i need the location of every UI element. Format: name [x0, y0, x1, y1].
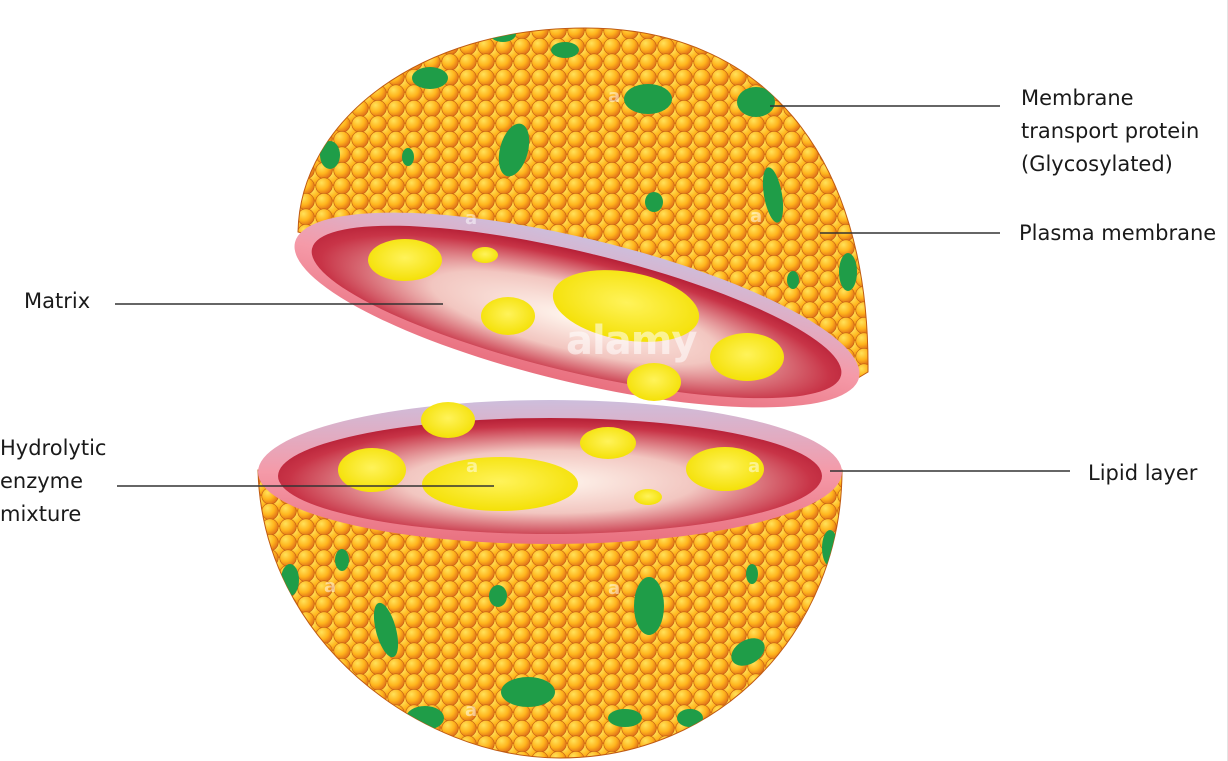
- membrane-protein: [335, 549, 349, 571]
- label-line: Hydrolytic: [0, 436, 107, 460]
- membrane-protein: [489, 585, 507, 607]
- membrane-protein: [822, 530, 838, 566]
- membrane-protein: [731, 638, 765, 666]
- enzyme-blob: [710, 333, 784, 381]
- label-line: transport protein: [1021, 119, 1200, 143]
- membrane-protein: [677, 709, 703, 727]
- label-line: Membrane: [1021, 86, 1134, 110]
- enzyme-blob: [421, 402, 475, 438]
- membrane-protein: [645, 192, 663, 212]
- enzyme-blob: [686, 447, 764, 491]
- watermark-logo: alamy: [566, 318, 697, 364]
- lower-protein-group: [281, 530, 838, 730]
- membrane-protein: [746, 564, 758, 584]
- watermark-glyph: a: [748, 456, 761, 477]
- watermark-glyph: a: [466, 456, 479, 477]
- upper-hemisphere: [294, 27, 869, 408]
- lower-enzyme-group: [338, 402, 764, 511]
- enzyme-blob: [627, 363, 681, 401]
- membrane-protein: [839, 253, 857, 291]
- enzyme-blob: [580, 427, 636, 459]
- watermark-glyph: a: [465, 208, 478, 229]
- membrane-protein: [320, 141, 340, 169]
- label-line: mixture: [0, 502, 82, 526]
- enzyme-blob: [552, 270, 700, 342]
- membrane-protein: [551, 42, 579, 58]
- label-lipid-layer: Lipid layer: [1088, 461, 1198, 485]
- membrane-protein: [787, 271, 799, 289]
- watermark-glyph: a: [324, 576, 337, 597]
- membrane-protein: [634, 577, 664, 635]
- membrane-protein: [608, 709, 642, 727]
- enzyme-blob: [472, 247, 498, 263]
- lower-hemisphere: [257, 400, 843, 759]
- watermark-glyph: a: [608, 578, 621, 599]
- enzyme-blob: [368, 239, 442, 281]
- watermark-glyph: a: [750, 206, 763, 227]
- label-membrane-transport-protein: Membrane transport protein (Glycosylated…: [1021, 82, 1199, 181]
- membrane-protein: [762, 167, 784, 223]
- leader-lines: [115, 105, 1070, 487]
- label-matrix: Matrix: [24, 289, 91, 313]
- watermark-glyph: a: [608, 86, 621, 107]
- label-line: enzyme: [0, 469, 84, 493]
- label-plasma-membrane: Plasma membrane: [1019, 221, 1217, 245]
- watermark-glyph: a: [465, 700, 478, 721]
- membrane-protein: [412, 67, 448, 89]
- membrane-protein: [406, 706, 444, 730]
- membrane-protein: [373, 602, 399, 658]
- enzyme-blob: [338, 448, 406, 492]
- upper-enzyme-group: [368, 239, 784, 401]
- upper-protein-group: [320, 28, 857, 291]
- membrane-protein: [498, 123, 530, 177]
- enzyme-blob: [422, 457, 578, 511]
- membrane-protein: [737, 87, 775, 117]
- membrane-protein: [501, 677, 555, 707]
- membrane-protein: [402, 148, 414, 166]
- enzyme-blob: [481, 297, 535, 335]
- label-hydrolytic-enzyme-mixture: Hydrolytic enzyme mixture: [0, 432, 106, 531]
- membrane-protein: [624, 84, 672, 114]
- lower-dome-surface: [257, 469, 843, 759]
- enzyme-blob: [634, 489, 662, 505]
- label-line: (Glycosylated): [1021, 152, 1173, 176]
- membrane-protein: [304, 651, 316, 669]
